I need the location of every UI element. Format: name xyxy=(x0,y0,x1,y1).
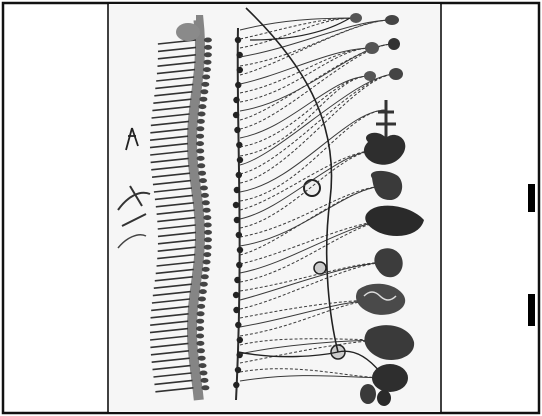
dorsal-ganglion xyxy=(198,104,206,109)
chain-ganglion xyxy=(236,142,242,148)
dorsal-ganglion xyxy=(201,193,209,198)
dorsal-ganglion xyxy=(201,385,209,390)
dorsal-ganglion xyxy=(196,141,204,146)
chain-ganglion xyxy=(237,157,243,163)
chain-ganglion xyxy=(233,202,239,208)
right-margin-mark-bottom xyxy=(528,294,535,326)
dorsal-ganglion xyxy=(204,52,212,57)
dorsal-ganglion xyxy=(202,75,210,80)
chain-ganglion xyxy=(234,187,240,193)
right-margin-mark-top xyxy=(528,184,535,212)
gland-top-4 xyxy=(388,38,400,50)
dorsal-ganglion xyxy=(204,38,212,43)
dorsal-ganglion xyxy=(204,245,212,250)
dorsal-ganglion xyxy=(199,371,207,376)
dorsal-ganglion xyxy=(196,149,204,154)
dorsal-ganglion xyxy=(196,326,204,331)
dorsal-ganglion xyxy=(197,311,205,316)
dorsal-ganglion xyxy=(203,215,211,220)
chain-ganglion xyxy=(234,217,240,223)
dorsal-ganglion xyxy=(197,119,205,124)
dorsal-ganglion xyxy=(204,237,212,242)
dorsal-ganglion xyxy=(198,171,206,176)
chain-ganglion xyxy=(233,97,239,103)
gland-top-3 xyxy=(365,42,379,54)
chain-ganglion xyxy=(233,112,239,118)
chain-ganglion xyxy=(235,37,241,43)
dorsal-ganglion xyxy=(196,341,204,346)
dorsal-ganglion xyxy=(196,126,204,131)
dorsal-ganglion xyxy=(200,378,208,383)
gland-top-5 xyxy=(364,71,376,81)
dorsal-ganglion xyxy=(200,186,208,191)
dorsal-ganglion xyxy=(198,356,206,361)
dorsal-ganglion xyxy=(197,304,205,309)
dorsal-ganglion xyxy=(204,223,212,228)
gland-top-1 xyxy=(350,13,362,23)
gland-top-6 xyxy=(389,68,403,80)
chain-ganglion xyxy=(237,247,243,253)
bladder xyxy=(372,364,408,392)
dorsal-ganglion xyxy=(196,319,204,324)
dorsal-ganglion xyxy=(199,289,207,294)
dorsal-ganglion xyxy=(204,45,212,50)
dorsal-ganglion xyxy=(198,112,206,117)
dorsal-ganglion xyxy=(200,282,208,287)
dorsal-ganglion xyxy=(197,163,205,168)
dorsal-ganglion xyxy=(196,134,204,139)
dorsal-ganglion xyxy=(200,89,208,94)
genital-organ xyxy=(377,390,391,406)
dorsal-ganglion xyxy=(202,200,210,205)
chain-ganglion xyxy=(236,172,242,178)
dorsal-ganglion xyxy=(203,252,211,257)
dorsal-ganglion xyxy=(199,178,207,183)
chain-ganglion xyxy=(233,382,239,388)
chain-ganglion xyxy=(233,307,239,313)
gland-top-2 xyxy=(385,15,399,25)
dorsal-ganglion xyxy=(203,67,211,72)
chain-ganglion xyxy=(237,67,243,73)
chain-ganglion xyxy=(236,262,242,268)
chain-ganglion xyxy=(236,52,242,58)
dorsal-ganglion xyxy=(199,363,207,368)
rectum xyxy=(360,384,376,404)
dorsal-ganglion xyxy=(202,267,210,272)
dorsal-ganglion xyxy=(204,60,212,65)
chain-ganglion xyxy=(234,277,240,283)
dorsal-ganglion xyxy=(197,156,205,161)
chain-ganglion xyxy=(233,292,239,298)
chain-ganglion xyxy=(235,82,241,88)
eye-organ xyxy=(176,23,200,41)
dorsal-ganglion xyxy=(199,97,207,102)
chain-ganglion xyxy=(234,127,240,133)
dorsal-ganglion xyxy=(203,260,211,265)
dorsal-ganglion xyxy=(196,334,204,339)
dorsal-ganglion xyxy=(197,348,205,353)
dorsal-ganglion xyxy=(201,274,209,279)
dorsal-ganglion xyxy=(201,82,209,87)
chain-ganglion xyxy=(237,337,243,343)
dorsal-ganglion xyxy=(203,208,211,213)
dorsal-ganglion xyxy=(204,230,212,235)
dorsal-ganglion xyxy=(198,297,206,302)
